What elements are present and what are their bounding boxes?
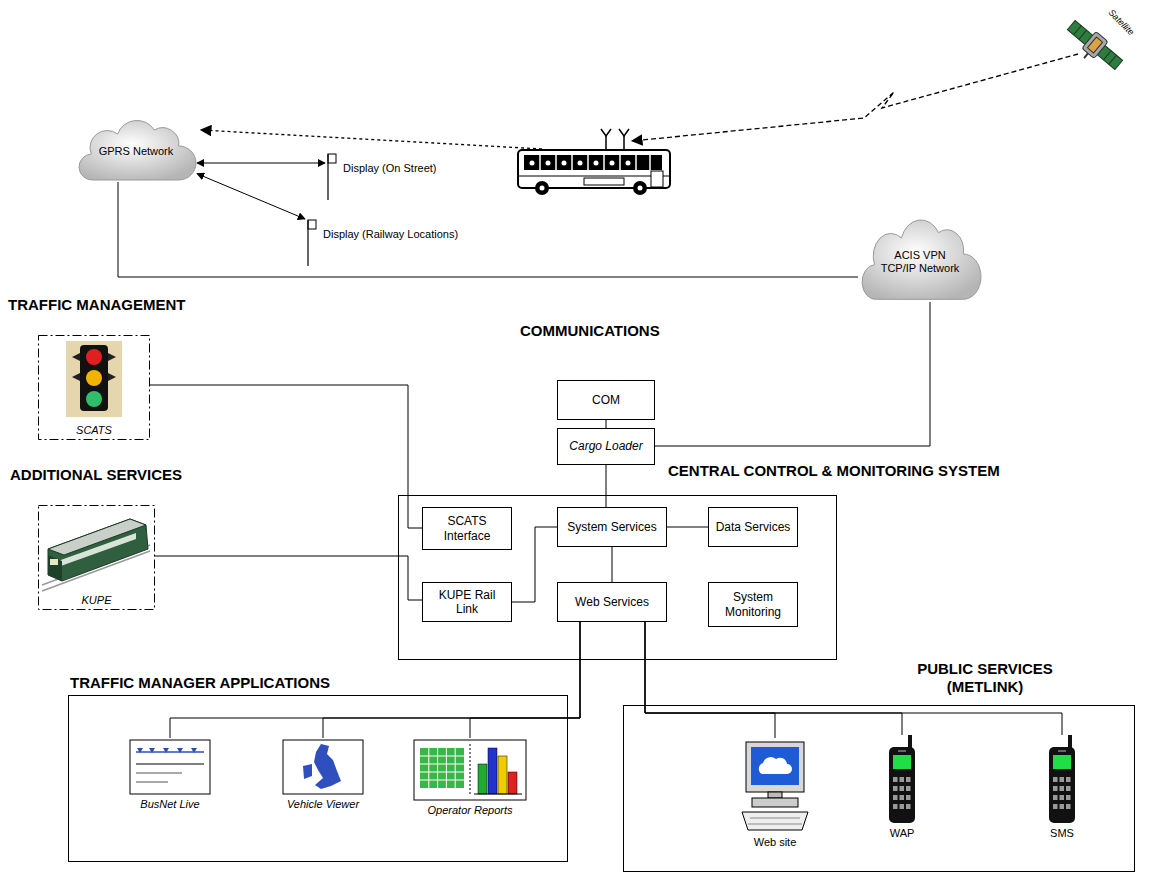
service-panel: TRAFFIC MANAGEMENTSCATS <box>38 335 150 440</box>
display-sign: Display (On Street) <box>325 153 469 201</box>
service-panel: ADDITIONAL SERVICESKUPE <box>38 505 155 610</box>
application-group: BusNet Live Vehicle Viewer Operator Report… <box>68 695 568 862</box>
node-label: Display (On Street) <box>343 162 469 175</box>
device-icon: SMS <box>1030 735 1094 841</box>
display-sign: Display (Railway Locations) <box>305 219 479 267</box>
icon-caption: Operator Reports <box>428 804 513 817</box>
reports-icon <box>414 740 526 800</box>
node-label: Cargo Loader <box>569 439 642 453</box>
bus-uplink <box>201 130 542 149</box>
node-label: Web Services <box>575 595 649 609</box>
process-box: System Monitoring <box>708 582 798 627</box>
connector-line <box>655 302 930 446</box>
process-box: Data Services <box>708 507 798 547</box>
connector-line <box>512 527 557 602</box>
icon-caption: Vehicle Viewer <box>287 798 359 811</box>
process-box: KUPE Rail Link <box>422 582 512 622</box>
group-heading: ADDITIONAL SERVICES <box>10 466 182 484</box>
bus-illustration <box>518 129 670 195</box>
group-heading: CENTRAL CONTROL & MONITORING SYSTEM <box>668 462 1000 480</box>
icon-caption: Web site <box>754 836 797 849</box>
application-icon: BusNet Live <box>125 738 215 818</box>
node-label: Data Services <box>716 520 791 534</box>
connector-line <box>667 527 708 528</box>
connector-line <box>612 547 613 582</box>
process-box: COM <box>557 380 655 420</box>
group-heading: TRAFFIC MANAGER APPLICATIONS <box>70 674 330 692</box>
icon-caption: WAP <box>890 827 915 840</box>
cloud-label: GPRS Network <box>99 145 174 158</box>
process-box: SCATS Interface <box>422 507 512 550</box>
display-pole <box>305 219 321 267</box>
process-box: Cargo Loader <box>557 428 655 465</box>
network-cloud: ACIS VPN TCP/IP Network <box>858 222 982 302</box>
section-heading: COMMUNICATIONS <box>520 322 660 339</box>
node-label: System Monitoring <box>714 590 792 619</box>
connector-line <box>606 420 607 428</box>
device-icon: WAP <box>870 735 934 841</box>
map-icon <box>283 740 363 794</box>
application-icon: Vehicle Viewer <box>278 738 368 818</box>
connector-line <box>197 163 325 164</box>
phone-icon <box>889 735 915 823</box>
display-pole <box>325 153 341 201</box>
node-label: KUPE Rail Link <box>428 588 506 617</box>
service-name: SCATS <box>38 424 150 437</box>
system-group: SCATS Interface System Services Data Servi… <box>398 495 837 660</box>
satellite-signal <box>632 54 1078 141</box>
application-icon: Operator Reports <box>412 738 528 820</box>
group-heading: PUBLIC SERVICES (METLINK) <box>885 660 1085 696</box>
pc-icon <box>742 742 808 830</box>
icon-caption: BusNet Live <box>140 798 199 811</box>
busnet-icon <box>130 740 210 794</box>
connector-line <box>645 622 902 735</box>
connector-line <box>118 182 858 277</box>
connector-line <box>150 385 422 528</box>
public-group: Web siteWAPSMSPUBLIC SERVICES (METLINK) <box>623 705 1135 872</box>
connector-line <box>470 622 580 738</box>
network-cloud: GPRS Network <box>75 122 197 182</box>
node-label: SCATS Interface <box>428 514 506 543</box>
service-name: KUPE <box>38 594 155 607</box>
process-box: System Services <box>557 507 667 547</box>
node-label: Display (Railway Locations) <box>323 228 479 241</box>
connector-line <box>197 174 305 219</box>
device-icon: Web site <box>735 738 815 850</box>
icon-label: Satellite <box>1106 7 1136 37</box>
node-label: COM <box>592 393 620 407</box>
phone-icon <box>1049 735 1075 823</box>
connector-line <box>323 622 580 738</box>
connector-line <box>155 556 422 600</box>
connector-line <box>606 465 607 507</box>
connector-line <box>645 622 775 738</box>
train-icon <box>42 519 150 591</box>
light-icon <box>66 341 122 417</box>
icon-caption: SMS <box>1050 827 1074 840</box>
cloud-label: ACIS VPN TCP/IP Network <box>878 249 962 275</box>
node-label: System Services <box>567 520 656 534</box>
process-box: Web Services <box>557 582 667 622</box>
group-heading: TRAFFIC MANAGEMENT <box>8 296 185 314</box>
satellite-icon <box>1060 17 1125 78</box>
